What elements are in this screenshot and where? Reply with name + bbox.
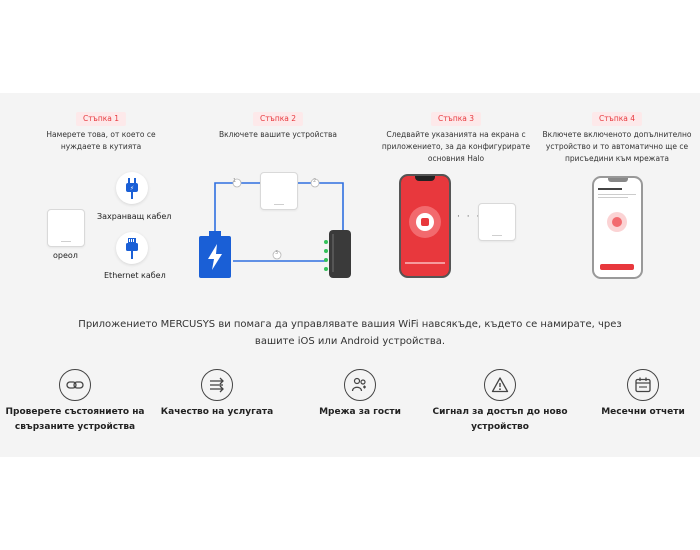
power-adapter-image bbox=[199, 231, 231, 278]
calendar-icon bbox=[627, 369, 659, 401]
wire-marker-1: 1 bbox=[233, 178, 237, 184]
feature-label-qos: Качество на услугата bbox=[160, 407, 274, 417]
app-intro-text: Приложението MERCUSYS ви помага да управ… bbox=[78, 319, 622, 347]
halo-device-image-step3 bbox=[478, 203, 516, 241]
step-3-badge: Стъпка 3 bbox=[430, 112, 482, 126]
step-3-description: Следвайте указанията на екрана с приложе… bbox=[381, 130, 531, 163]
guest-network-icon bbox=[344, 369, 376, 401]
halo-device-label: ореол bbox=[53, 251, 78, 260]
modem-image bbox=[329, 230, 351, 278]
feature-label-monthly-reports: Месечни отчети bbox=[601, 407, 685, 417]
power-cable-label: Захранващ кабел bbox=[97, 212, 172, 221]
svg-text:⚡: ⚡ bbox=[130, 185, 134, 192]
qos-icon bbox=[201, 369, 233, 401]
wire-marker-3: 3 bbox=[275, 250, 279, 256]
ethernet-cable-icon bbox=[116, 232, 148, 264]
halo-device-image bbox=[47, 209, 85, 247]
wire-marker-2: 2 bbox=[313, 178, 317, 184]
step-4-badge: Стъпка 4 bbox=[591, 112, 643, 126]
step-1-badge: Стъпка 1 bbox=[75, 112, 127, 126]
feature-label-connected-devices: Проверете състоянието на свързаните устр… bbox=[5, 407, 145, 432]
warning-icon bbox=[484, 369, 516, 401]
power-cable-icon: ⚡ bbox=[116, 172, 148, 204]
ellipsis-dots: · · · bbox=[457, 212, 482, 222]
ethernet-cable-label: Ethernet кабел bbox=[104, 271, 166, 280]
modem-status-lights bbox=[324, 240, 328, 271]
feature-label-guest-network: Мрежа за гости bbox=[319, 407, 401, 417]
phone-join-network-image bbox=[592, 176, 643, 279]
wiring-diagram bbox=[214, 178, 344, 262]
step-4-description: Включете включеното допълнително устройс… bbox=[542, 130, 692, 163]
connection-icon bbox=[59, 369, 91, 401]
phone-app-setup-image bbox=[399, 174, 451, 278]
step-2-badge: Стъпка 2 bbox=[252, 112, 304, 126]
feature-label-new-device-alert: Сигнал за достъп до ново устройство bbox=[432, 407, 568, 432]
step-1-description: Намерете това, от което се нуждаете в ку… bbox=[46, 130, 156, 151]
step-2-description: Включете вашите устройства bbox=[219, 130, 337, 139]
halo-device-image-step2 bbox=[260, 172, 298, 210]
